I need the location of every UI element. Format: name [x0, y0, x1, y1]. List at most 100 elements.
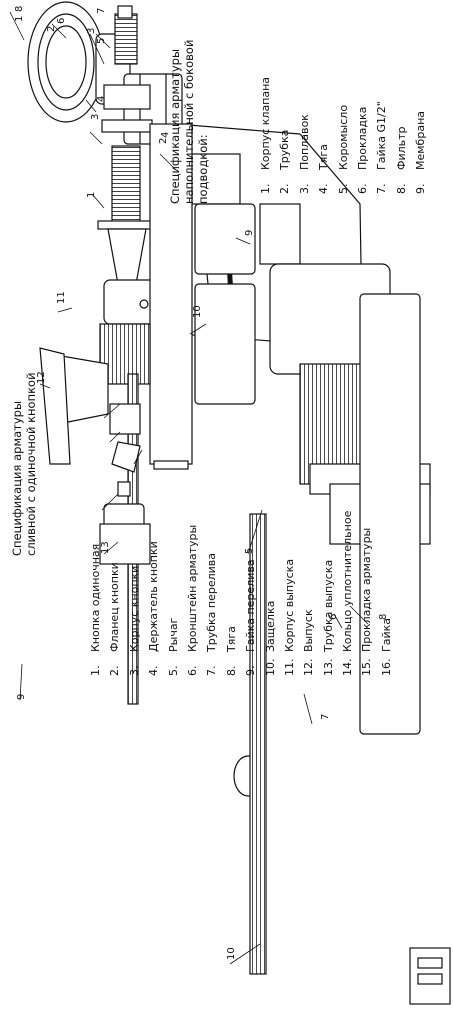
- rod-part: [249, 513, 267, 975]
- fill-valve-callout-8: 8: [14, 5, 25, 12]
- right-spec-title-line2: наполнительной с боковой: [182, 39, 196, 204]
- fill-valve-callout-3: 3: [90, 113, 101, 120]
- left-spec-item: 4. Держатель кнопки: [144, 396, 163, 676]
- nut-part: [103, 84, 151, 110]
- item-number: 11.: [282, 658, 296, 677]
- flush-valve-callout-1: 1: [14, 15, 25, 22]
- leader-lines: [9, 11, 369, 965]
- left-spec-item: 5.Рычаг: [164, 396, 183, 676]
- item-number: 8.: [394, 183, 408, 195]
- item-label: Прокладка арматуры: [360, 527, 374, 652]
- left-spec-item: 3. Корпус кнопки: [125, 396, 144, 676]
- flush-valve-callout-3: 3: [86, 27, 97, 34]
- item-label: Трубка: [278, 129, 292, 170]
- fill-valve-callout-13: 13: [100, 541, 111, 554]
- item-number: 16.: [379, 658, 393, 677]
- item-number: 6.: [185, 665, 199, 677]
- item-label: Коромысло: [336, 104, 350, 170]
- item-number: 5.: [166, 665, 180, 677]
- fill-valve-callout-6: 6: [56, 17, 67, 24]
- item-number: 8.: [224, 665, 238, 677]
- item-label: Корпус клапана: [259, 76, 272, 170]
- item-number: 3.: [297, 183, 311, 195]
- right-spec-item: 2. Трубка: [275, 4, 294, 194]
- right-spec-title: Спецификация арматуры наполнительной с б…: [168, 40, 210, 204]
- item-label: Тяга: [317, 144, 331, 170]
- gasket-part: [101, 119, 153, 133]
- item-number: 14.: [341, 658, 355, 677]
- item-label: Держатель кнопки: [147, 541, 161, 652]
- item-number: 4.: [147, 665, 161, 677]
- left-spec-item: 16. Гайка: [377, 396, 396, 676]
- left-spec-item: 9. Гайка перелива: [241, 396, 260, 676]
- item-label: Фланец кнопки: [108, 562, 122, 652]
- flush-valve-callout-5: 5: [244, 547, 255, 554]
- item-number: 13.: [321, 658, 335, 677]
- item-number: 12.: [302, 658, 316, 677]
- item-label: Мембрана: [414, 111, 428, 170]
- item-label: Гайка: [379, 618, 393, 652]
- item-label: Тяга: [224, 626, 238, 652]
- left-spec-item: 10. Защелка: [261, 396, 280, 676]
- fill-valve-callout-1: 1: [86, 191, 97, 198]
- fill-valve-callout-10: 10: [192, 305, 203, 318]
- fill-valve-assembly: [39, 5, 256, 705]
- item-number: 9.: [244, 665, 258, 677]
- fill-valve-callout-5: 5: [96, 37, 107, 44]
- item-number: 10.: [263, 658, 277, 677]
- left-spec-title-line2: сливной с одиночной кнопкой: [24, 372, 38, 556]
- left-spec-item: 6. Кронштейн арматуры: [183, 396, 202, 676]
- right-spec-item: 5. Коромысло: [334, 4, 353, 194]
- item-label: Защелка: [263, 600, 277, 652]
- flush-valve-callout-9: 9: [16, 693, 27, 700]
- right-spec-item: 8.Фильтр: [392, 4, 411, 194]
- fill-valve-callout-7: 7: [96, 7, 107, 14]
- valve-body-part: [111, 145, 141, 225]
- left-spec-item: 14. Кольцо уплотнительное: [338, 396, 357, 676]
- filter-part: [114, 13, 138, 65]
- left-spec-title-line1: Спецификация арматуры: [10, 400, 24, 556]
- left-spec-item: 13. Трубка выпуска: [319, 396, 338, 676]
- left-spec-item: 2. Фланец кнопки: [105, 396, 124, 676]
- flush-valve-callout-2: 2: [46, 25, 57, 32]
- item-number: 2.: [278, 183, 292, 195]
- item-label: Кнопка одиночная: [89, 543, 102, 652]
- flush-valve-callout-8: 8: [378, 613, 389, 620]
- item-label: Выпуск: [302, 609, 316, 652]
- item-number: 7.: [375, 183, 389, 195]
- item-label: Гайка перелива: [244, 559, 258, 652]
- right-spec-title-line3: подводкой:: [196, 134, 210, 204]
- item-number: 6.: [355, 183, 369, 195]
- item-label: Кронштейн арматуры: [185, 524, 199, 652]
- item-label: Прокладка: [355, 106, 369, 170]
- right-spec-title-line1: Спецификация арматуры: [168, 48, 182, 204]
- item-label: Корпус кнопки: [127, 565, 141, 652]
- item-number: 5.: [336, 183, 350, 195]
- item-label: Трубка перелива: [205, 553, 219, 652]
- item-number: 1.: [89, 665, 102, 677]
- item-number: 2.: [108, 665, 122, 677]
- right-spec-item: 7. Гайка G1/2": [372, 4, 391, 194]
- left-spec-item: 7.Трубка перелива: [202, 396, 221, 676]
- item-number: 4.: [317, 183, 331, 195]
- left-spec-title: Спецификация арматуры сливной с одиночно…: [10, 372, 38, 556]
- fill-valve-callout-4: 4: [96, 95, 107, 102]
- left-spec-item: 15.Прокладка арматуры: [357, 396, 376, 676]
- flush-valve-callout-6: 6: [328, 613, 339, 620]
- item-label: Трубка выпуска: [321, 559, 335, 652]
- item-number: 9.: [414, 183, 428, 195]
- item-number: 3.: [127, 665, 141, 677]
- item-label: Поплавок: [297, 114, 311, 170]
- item-label: Гайка G1/2": [375, 101, 389, 170]
- left-spec-item: 8. Тяга: [222, 396, 241, 676]
- left-spec-list: 1. Кнопка одиночная 2. Фланец кнопки 3. Корпу…: [86, 396, 396, 676]
- right-spec-item: 6. Прокладка: [353, 4, 372, 194]
- fill-valve-callout-11: 11: [56, 291, 67, 304]
- right-spec-item: 3. Поплавок: [295, 4, 314, 194]
- fill-valve-callout-2: 2: [158, 137, 169, 144]
- float-part: [194, 203, 256, 275]
- item-label: Кольцо уплотнительное: [341, 510, 355, 652]
